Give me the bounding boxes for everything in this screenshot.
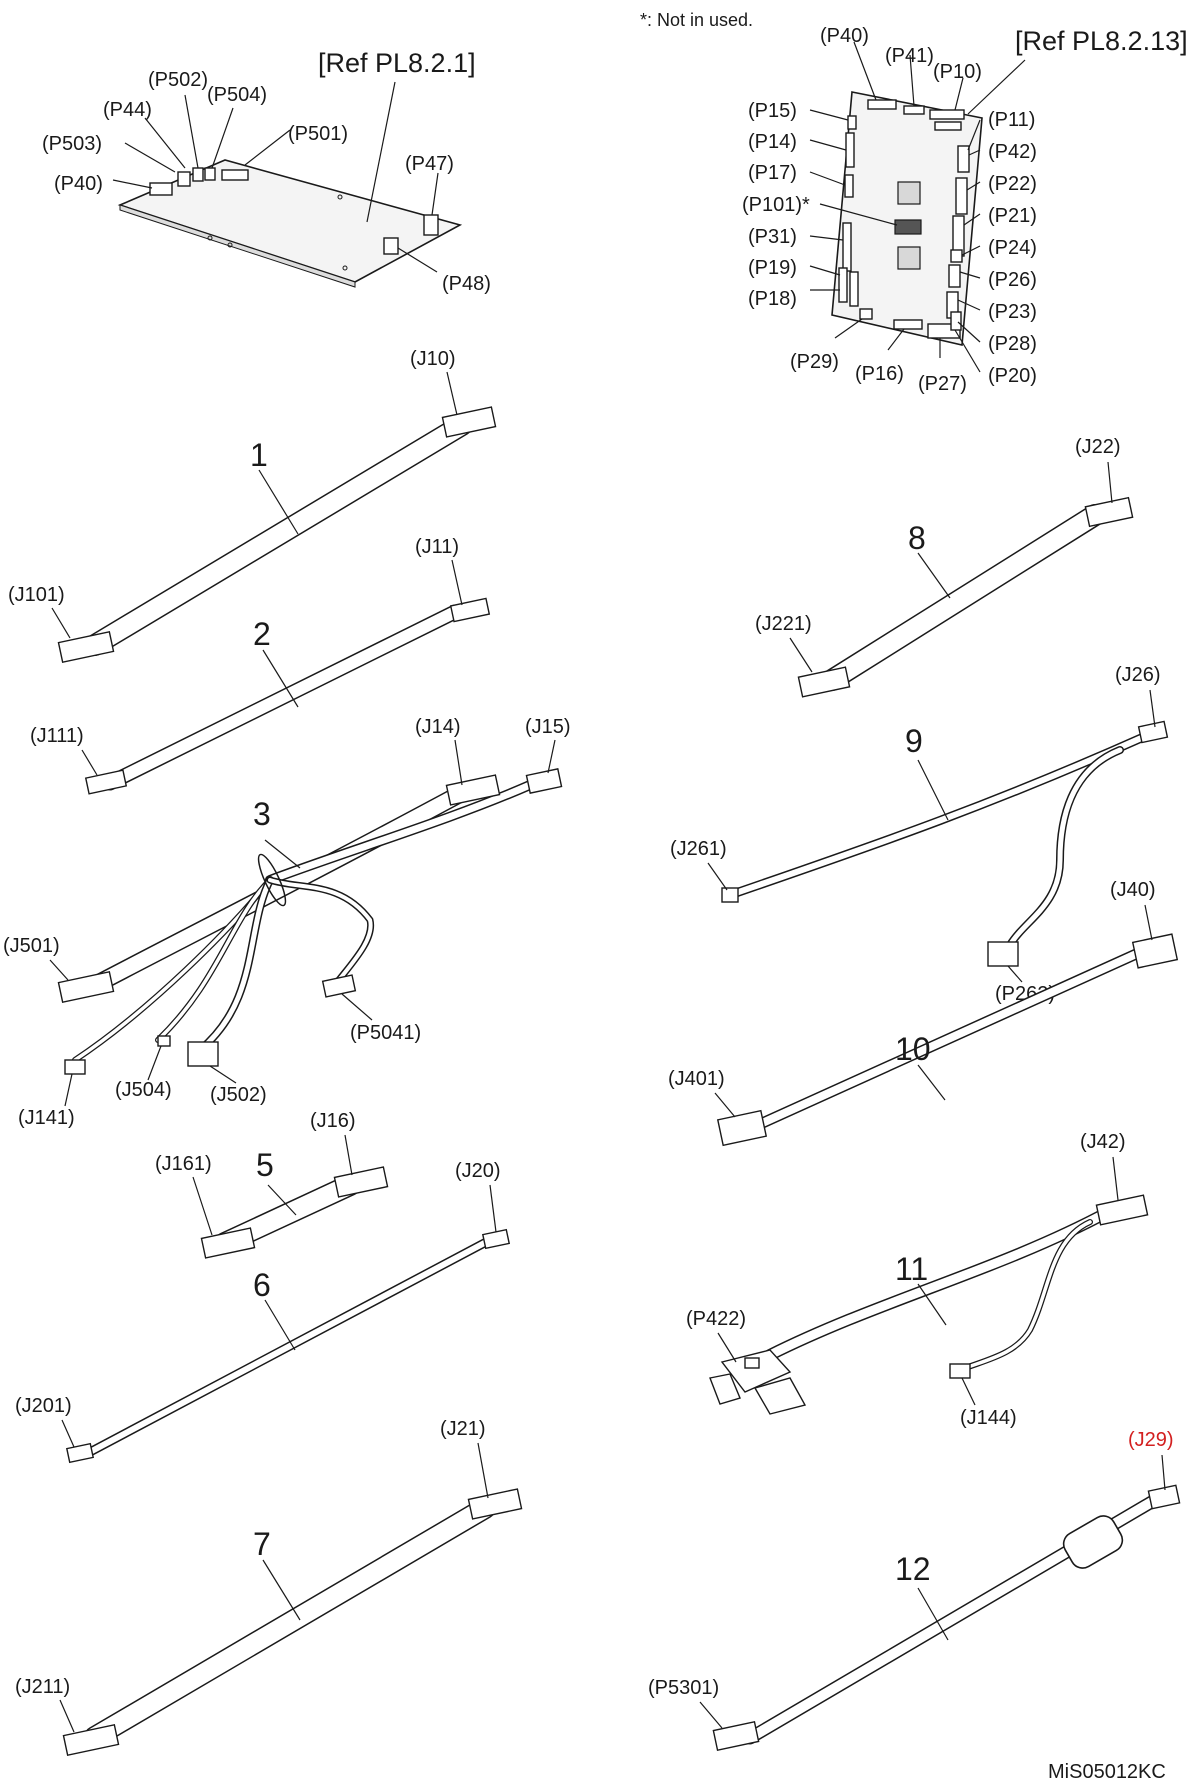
cable-6-number: 6 <box>253 1267 271 1303</box>
label-j211: (J211) <box>15 1676 70 1698</box>
ref-left-board: [Ref PL8.2.1] <box>318 48 476 78</box>
label-p504: (P504) <box>207 84 267 106</box>
label-p101: (P101)* <box>742 194 810 216</box>
label-j101: (J101) <box>8 584 65 606</box>
label-j401: (J401) <box>668 1068 725 1090</box>
label-p40-right: (P40) <box>820 25 869 47</box>
ref-right-board: [Ref PL8.2.13] <box>1015 26 1188 56</box>
not-in-use-note: *: Not in used. <box>640 10 753 30</box>
label-p22: (P22) <box>988 173 1037 195</box>
cable-7: 7 (J21) (J211) <box>15 1418 523 1757</box>
left-control-board <box>117 159 463 288</box>
label-p40-left: (P40) <box>54 173 103 195</box>
right-board-leaders <box>809 41 1026 373</box>
cable-1: 1 (J10) (J101) <box>8 348 497 664</box>
p422-connector <box>709 1349 807 1415</box>
cable-1-number: 1 <box>250 437 268 473</box>
label-p24: (P24) <box>988 237 1037 259</box>
label-j20: (J20) <box>455 1160 501 1182</box>
right-board-labels: (P40) (P41) (P10) (P15) (P11) (P14) (P42… <box>742 25 1037 395</box>
left-board-leaders <box>112 81 439 273</box>
label-j42: (J42) <box>1080 1131 1126 1153</box>
label-j14: (J14) <box>415 716 461 738</box>
label-j144: (J144) <box>960 1407 1017 1429</box>
label-p47: (P47) <box>405 153 454 175</box>
label-p17: (P17) <box>748 162 797 184</box>
label-j22: (J22) <box>1075 436 1121 458</box>
label-j501: (J501) <box>3 935 60 957</box>
label-p503: (P503) <box>42 133 102 155</box>
label-j504: (J504) <box>115 1079 172 1101</box>
cable-12: 12 (J29) (P5301) <box>648 1429 1181 1751</box>
left-board-labels: (P502) (P44) (P504) (P503) (P501) (P40) … <box>42 69 491 295</box>
right-control-board <box>831 91 983 346</box>
label-p29: (P29) <box>790 351 839 373</box>
cable-11-number: 11 <box>895 1251 928 1287</box>
label-p21: (P21) <box>988 205 1037 227</box>
cable-10-number: 10 <box>895 1031 931 1067</box>
label-p15: (P15) <box>748 100 797 122</box>
cable-11: 11 (J42) (P422) (J144) <box>686 1131 1149 1429</box>
label-j15: (J15) <box>525 716 571 738</box>
label-j10: (J10) <box>410 348 456 370</box>
label-j29: (J29) <box>1128 1429 1174 1451</box>
cable-5-number: 5 <box>256 1147 274 1183</box>
label-p10: (P10) <box>933 61 982 83</box>
label-p5041: (P5041) <box>350 1022 421 1044</box>
cable-9: 9 (J26) (J261) (P262) <box>670 664 1169 1005</box>
label-j11: (J11) <box>415 536 459 558</box>
label-p28: (P28) <box>988 333 1037 355</box>
label-p11: (P11) <box>988 109 1035 131</box>
label-p14: (P14) <box>748 131 797 153</box>
label-j141: (J141) <box>18 1107 75 1129</box>
label-p18: (P18) <box>748 288 797 310</box>
label-p501: (P501) <box>288 123 348 145</box>
label-j161: (J161) <box>155 1153 212 1175</box>
label-j201: (J201) <box>15 1395 72 1417</box>
label-p19: (P19) <box>748 257 797 279</box>
label-j40: (J40) <box>1110 879 1156 901</box>
label-p44: (P44) <box>103 99 152 121</box>
label-j502: (J502) <box>210 1084 267 1106</box>
label-p42: (P42) <box>988 141 1037 163</box>
label-p31: (P31) <box>748 226 797 248</box>
label-j26: (J26) <box>1115 664 1161 686</box>
cable-10: 10 (J40) (J401) <box>668 879 1179 1147</box>
label-p5301: (P5301) <box>648 1677 719 1699</box>
cable-7-number: 7 <box>253 1526 271 1562</box>
cable-6: 6 (J20) (J201) <box>15 1160 511 1464</box>
cable-8: 8 (J22) (J221) <box>755 436 1134 698</box>
label-p16: (P16) <box>855 363 904 385</box>
label-p502: (P502) <box>148 69 208 91</box>
label-j221: (J221) <box>755 613 812 635</box>
document-id: MiS05012KC <box>1048 1761 1166 1783</box>
label-j261: (J261) <box>670 838 727 860</box>
label-p41: (P41) <box>885 45 934 67</box>
cable-8-number: 8 <box>908 520 926 556</box>
cable-2: 2 (J11) (J111) <box>30 536 491 795</box>
label-j21: (J21) <box>440 1418 486 1440</box>
label-p23: (P23) <box>988 301 1037 323</box>
ferrite-core <box>1062 1515 1124 1569</box>
cable-2-number: 2 <box>253 616 271 652</box>
label-p422: (P422) <box>686 1308 746 1330</box>
label-p26: (P26) <box>988 269 1037 291</box>
label-j111: (J111) <box>30 725 84 747</box>
label-p20: (P20) <box>988 365 1037 387</box>
cable-9-number: 9 <box>905 723 923 759</box>
label-p27: (P27) <box>918 373 967 395</box>
label-j16: (J16) <box>310 1110 356 1132</box>
label-p48: (P48) <box>442 273 491 295</box>
cable-3-number: 3 <box>253 796 271 832</box>
cable-5: 5 (J16) (J161) <box>155 1110 389 1259</box>
cable-3: 3 (J14) (J15) (J501) (P5041) (J504) (J50… <box>3 716 571 1129</box>
cable-12-number: 12 <box>895 1551 931 1587</box>
